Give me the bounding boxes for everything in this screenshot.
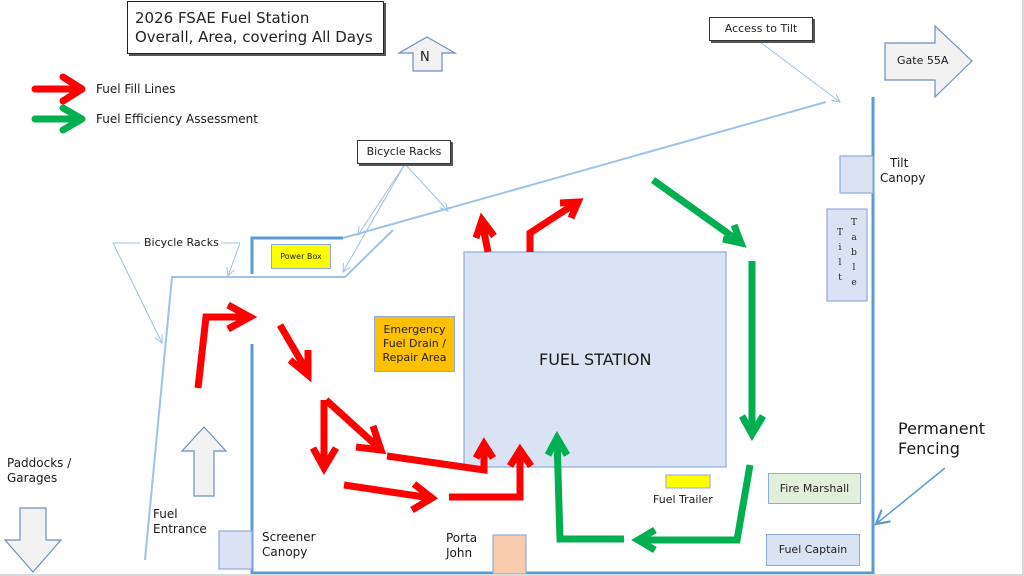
fuel-trailer-label: Fuel Trailer (653, 493, 713, 506)
tilt-table (826, 208, 868, 302)
fuel-captain-box: Fuel Captain (766, 534, 860, 566)
tilt-canopy-label: Tilt Canopy (880, 156, 925, 186)
porta-john (492, 534, 527, 575)
red-arrow-icon (31, 73, 86, 105)
paddocks-garages-label: Paddocks / Garages (7, 456, 72, 485)
title-line-1: 2026 FSAE Fuel Station (135, 8, 310, 27)
fuel-trailer (665, 474, 711, 489)
legend-efficiency-label: Fuel Efficiency Assessment (96, 112, 258, 126)
title-box: 2026 FSAE Fuel Station Overall, Area, co… (127, 1, 384, 54)
fill-arrow-9 (526, 198, 584, 252)
green-arrow-icon (31, 104, 86, 134)
tilt-canopy (839, 155, 874, 194)
fuel-entrance-arrow-icon (180, 426, 228, 497)
efficiency-arrow-3 (631, 464, 754, 554)
permanent-fencing-line-2: Fencing (898, 439, 960, 458)
gate-label: Gate 55A (897, 54, 949, 67)
emergency-repair-area: Emergency Fuel Drain / Repair Area (374, 316, 455, 372)
legend-arrows (31, 73, 86, 134)
permanent-fencing-label: Permanent Fencing (898, 419, 985, 459)
access-tilt-leader (759, 41, 840, 102)
tilt-canopy-line-2: Canopy (880, 171, 926, 185)
screener-canopy-label: Screener Canopy (262, 530, 316, 559)
bicycle-racks-callout-top: Bicycle Racks (357, 140, 451, 164)
fill-arrow-6 (343, 481, 439, 514)
bike-rack-leader-2 (343, 163, 406, 272)
emergency-line-2: Fuel Drain / (383, 337, 446, 351)
tilt-canopy-line-1: Tilt (890, 156, 909, 170)
bike-rack-leader-3 (404, 163, 448, 211)
bike-rack-left-leader-4 (228, 242, 241, 276)
power-box-fence (250, 236, 343, 274)
efficiency-arrow-4 (544, 430, 624, 543)
fill-arrow-4 (323, 397, 387, 455)
fire-marshall-box: Fire Marshall (768, 473, 861, 504)
efficiency-arrow-1 (650, 177, 747, 248)
bike-rack-leader-1 (358, 163, 406, 235)
access-to-tilt-callout: Access to Tilt (709, 17, 813, 41)
north-arrow-icon (396, 36, 458, 72)
fill-arrow-1 (194, 301, 258, 389)
north-label: N (420, 50, 430, 65)
paddocks-arrow-icon (3, 507, 63, 573)
bicycle-racks-callout-left: Bicycle Racks (142, 236, 221, 250)
tilt-table-col-2: T a b l e (850, 218, 857, 288)
tilt-table-label: T i l t T a b l e (831, 213, 865, 299)
bike-rack-left-leader-2 (112, 242, 162, 343)
power-box: Power Box (271, 244, 331, 269)
fuel-entrance-label: Fuel Entrance (153, 507, 207, 536)
fill-arrow-7 (449, 443, 534, 501)
slide-bottom-edge (0, 574, 1024, 576)
fuel-station-area (463, 251, 727, 468)
permanent-fencing-leader (876, 467, 946, 524)
emergency-line-3: Repair Area (382, 350, 447, 364)
emergency-line-1: Emergency (383, 323, 446, 337)
fill-arrow-2 (276, 323, 312, 383)
fuel-fill-route (194, 198, 584, 514)
screener-canopy (218, 530, 253, 570)
porta-john-label: Porta John (446, 531, 478, 560)
permanent-fencing-line-1: Permanent (898, 419, 986, 438)
tilt-table-col-1: T i l t (836, 228, 843, 283)
diagonal-path-line (342, 101, 827, 239)
fill-arrow-3 (309, 400, 340, 476)
efficiency-arrow-2 (738, 261, 766, 441)
main-fence-outline (250, 97, 875, 575)
fuel-station-label: FUEL STATION (539, 350, 652, 369)
gate-arrow-icon (884, 24, 973, 99)
fill-arrow-8 (472, 212, 497, 253)
efficiency-route (544, 177, 766, 554)
fence-lines (144, 97, 875, 575)
fill-arrow-5 (386, 437, 496, 475)
title-line-2: Overall, Area, covering All Days (135, 27, 373, 46)
slide-right-edge (1022, 0, 1024, 576)
outer-path-line (144, 229, 394, 561)
legend-fuel-fill-label: Fuel Fill Lines (96, 82, 176, 96)
